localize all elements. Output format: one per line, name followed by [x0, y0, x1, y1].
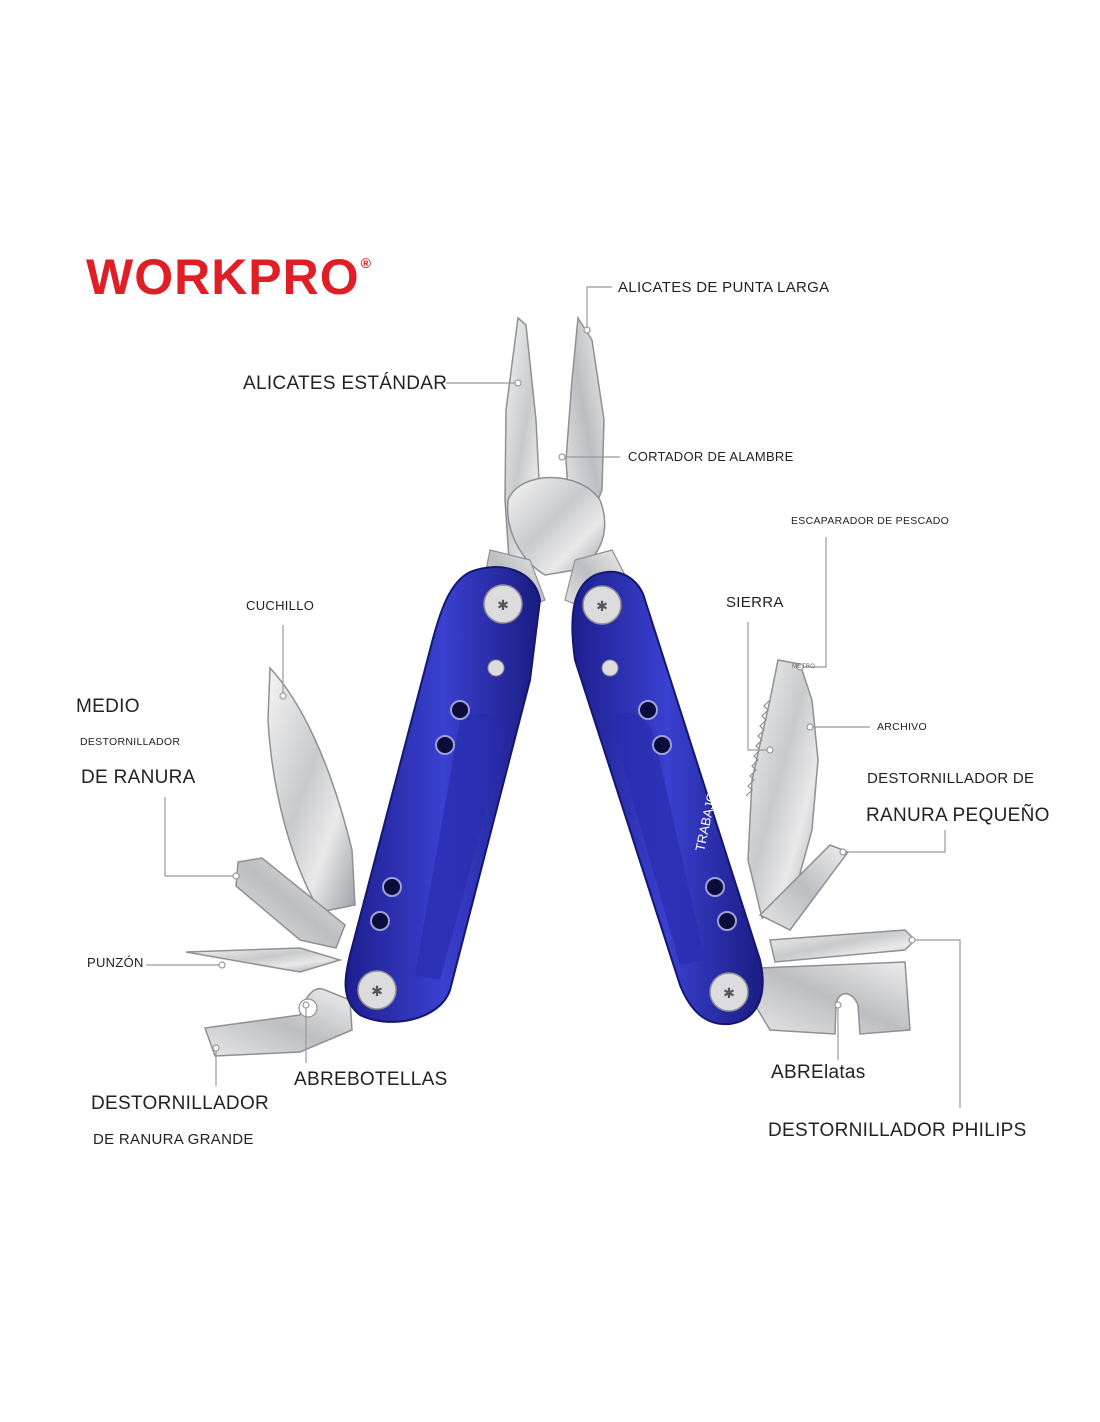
svg-text:✱: ✱	[497, 598, 509, 614]
label-small-slot-line2: RANURA PEQUEÑO	[866, 805, 1050, 826]
leader-dots	[212, 326, 916, 1052]
svg-text:✱: ✱	[723, 986, 735, 1002]
svg-text:✱: ✱	[596, 599, 608, 615]
logo-text: WORKPRO	[86, 249, 360, 305]
pliers-jaws	[484, 315, 626, 611]
bottle-opener-tool	[203, 988, 353, 1057]
label-small-slot-line1: DESTORNILLADOR DE	[867, 770, 1035, 787]
right-handle: ✱ ✱ TRABAJOPRO	[571, 570, 764, 1026]
label-medium-line1: MEDIO	[76, 696, 140, 717]
label-awl: PUNZÓN	[87, 955, 144, 970]
can-opener-tool	[751, 961, 911, 1035]
registered-mark: ®	[360, 255, 372, 271]
phillips-screwdriver-tool	[769, 929, 917, 963]
label-fish-scaler: ESCAPARADOR DE PESCADO	[791, 515, 950, 527]
label-standard-pliers: ALICATES ESTÁNDAR	[243, 373, 448, 394]
label-bottle-opener: ABREBOTELLAS	[294, 1069, 448, 1090]
workpro-logo: WORKPRO®	[86, 252, 372, 302]
leader-lines	[146, 286, 961, 1108]
medium-slot-screwdriver-tool	[235, 857, 346, 949]
label-ruler: METRO	[792, 664, 816, 670]
label-file: ARCHIVO	[877, 721, 927, 733]
label-large-slot-line2: DE RANURA GRANDE	[93, 1131, 254, 1148]
left-handle: ✱ ✱	[344, 566, 542, 1023]
label-knife: CUCHILLO	[246, 598, 315, 613]
label-medium-line2: DESTORNILLADOR	[80, 736, 181, 748]
label-medium-line3: DE RANURA	[81, 767, 196, 788]
svg-text:✱: ✱	[371, 984, 383, 1000]
label-can-opener: ABRElatas	[771, 1062, 866, 1083]
label-wire-cutter: CORTADOR DE ALAMBRE	[628, 449, 794, 464]
label-long-nose-pliers: ALICATES DE PUNTA LARGA	[618, 279, 830, 296]
knife-blade	[267, 666, 356, 913]
label-phillips: DESTORNILLADOR PHILIPS	[768, 1120, 1027, 1141]
label-large-slot-line1: DESTORNILLADOR	[91, 1093, 270, 1114]
awl-tool	[185, 947, 343, 973]
label-saw: SIERRA	[726, 594, 784, 611]
